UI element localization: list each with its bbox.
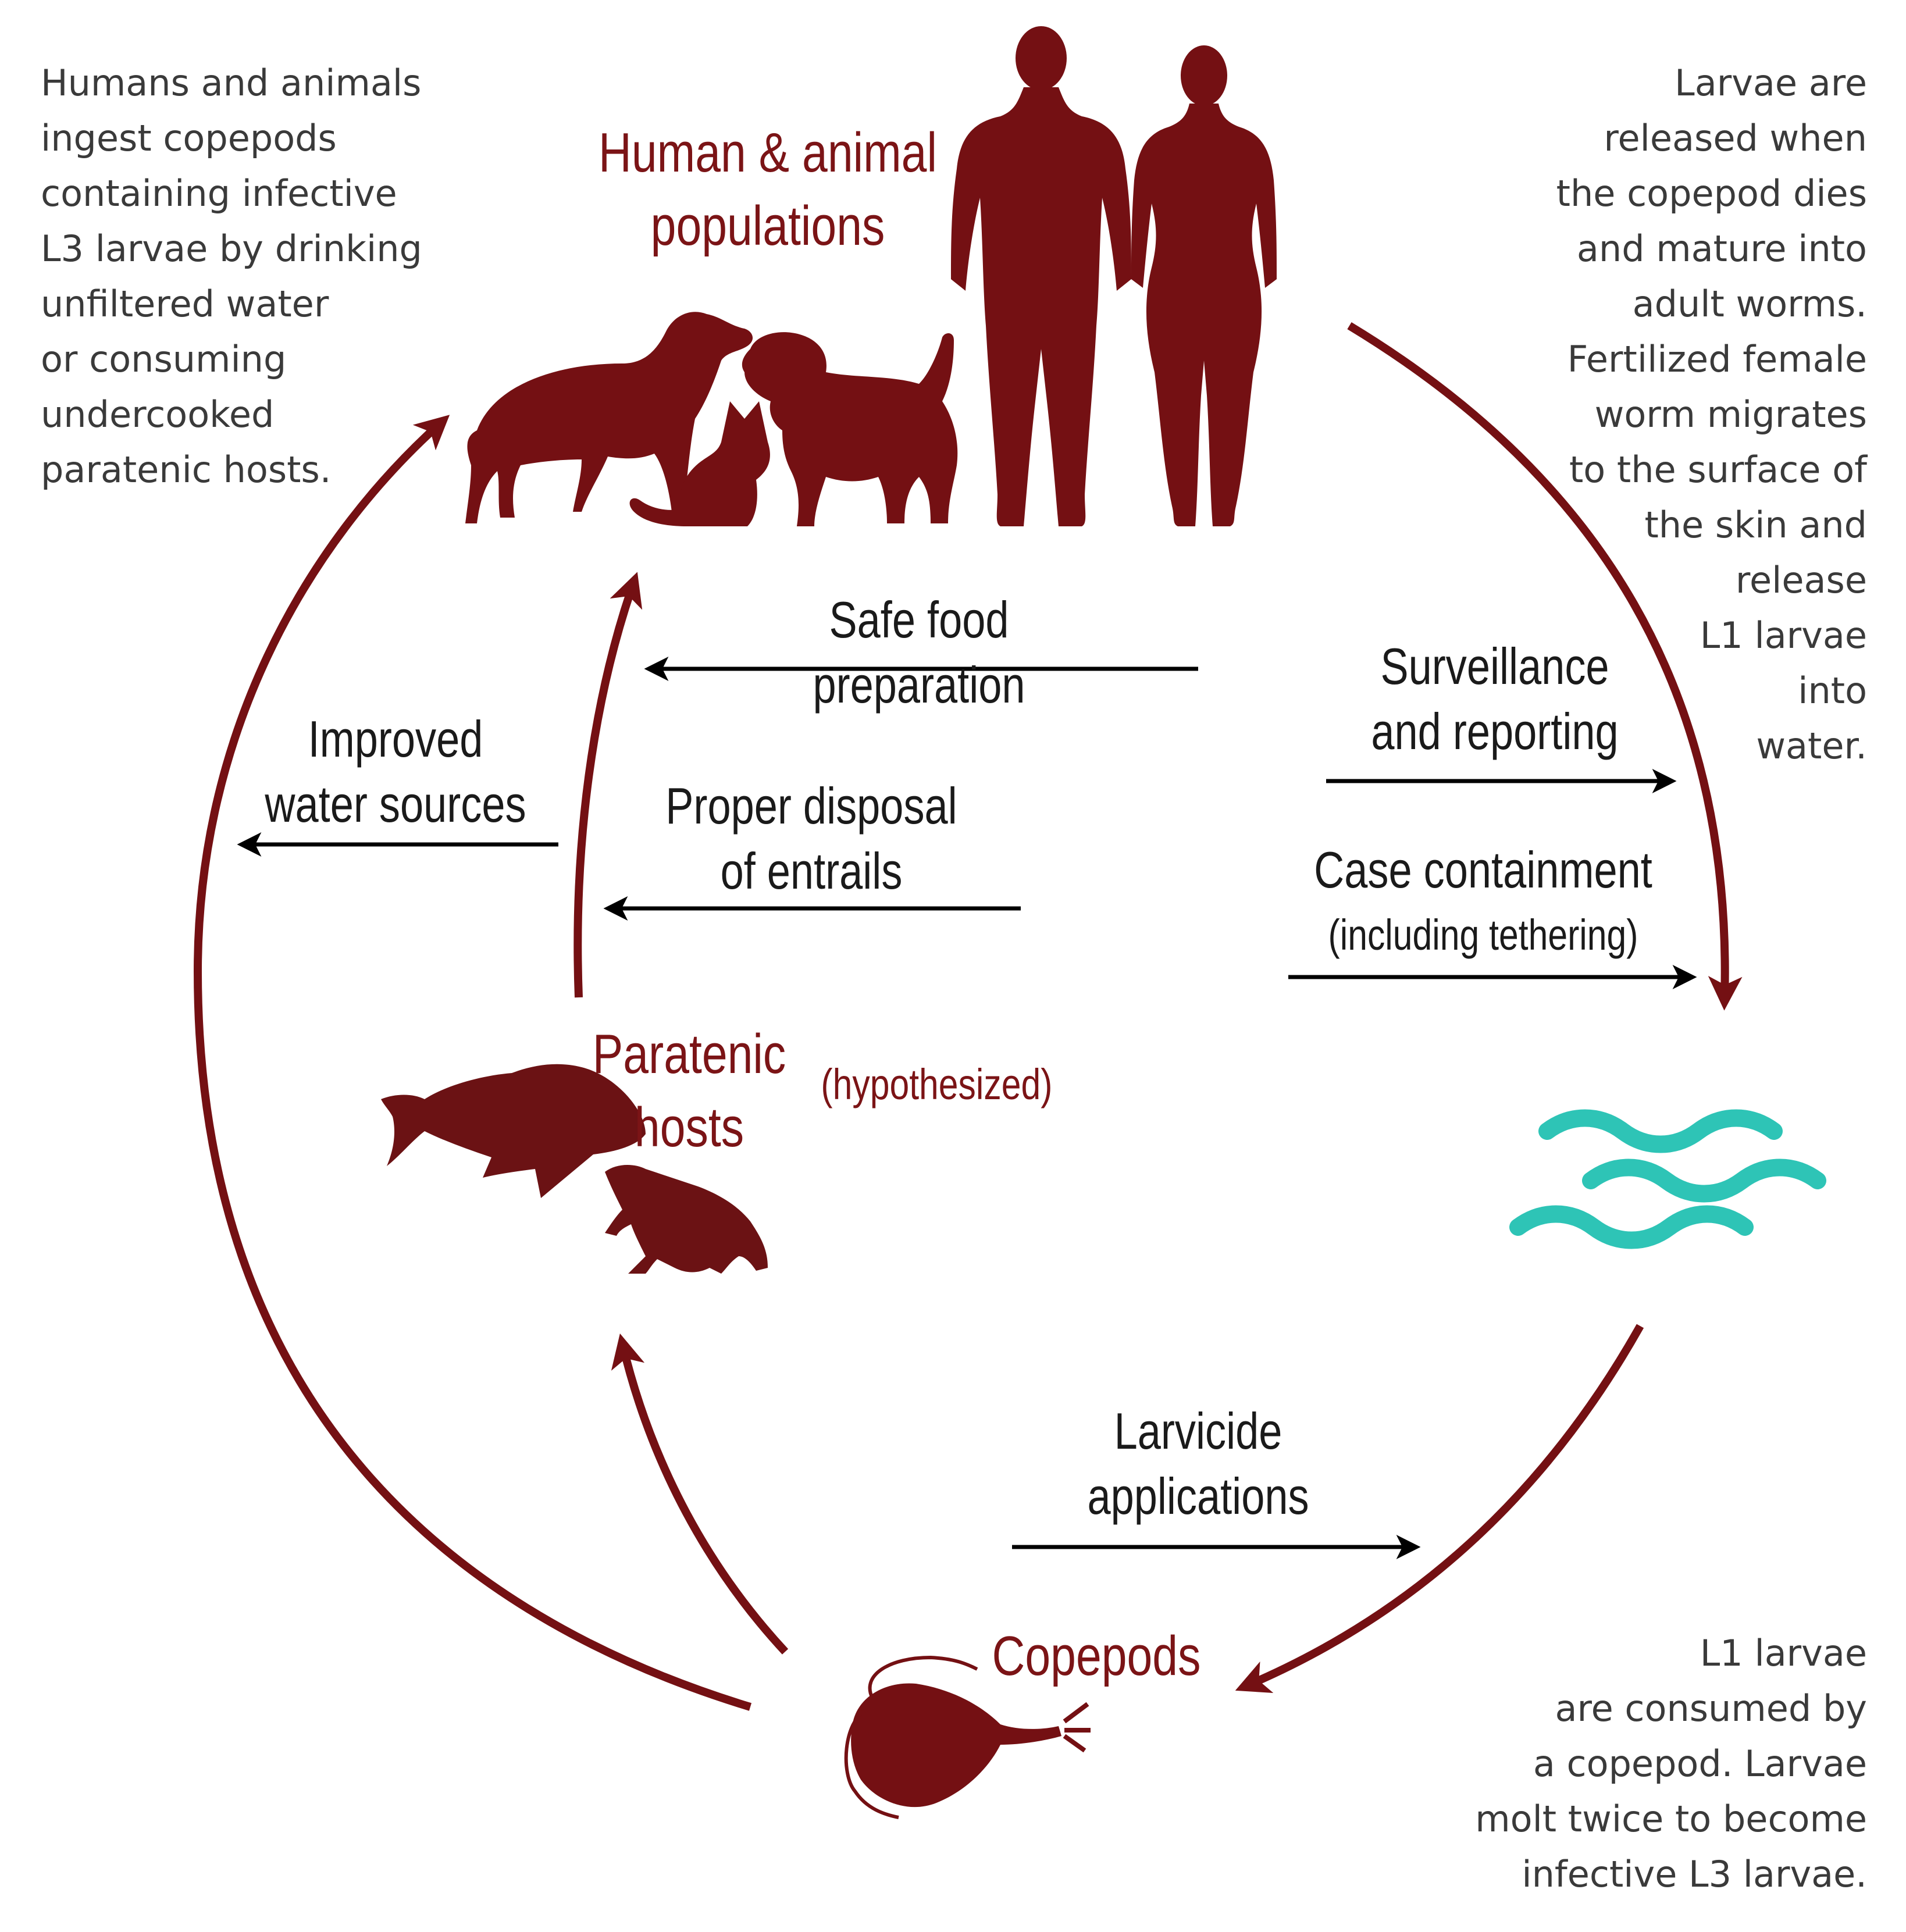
case-containment-note: (including tethering) — [1328, 911, 1638, 959]
improved-water-label: Improved water sources — [265, 710, 526, 833]
copepods-label: Copepods — [992, 1625, 1201, 1687]
arrow-copepods-to-humans — [193, 415, 752, 1711]
larvicide-label: Larvicide applications — [1087, 1402, 1309, 1525]
release-description: Larvae are released when the copepod die… — [1556, 62, 1867, 767]
arrow-water-to-copepods — [1235, 1324, 1644, 1694]
baboon-icon — [742, 332, 958, 526]
paratenic-hosts-label: Paratenic hosts — [592, 1023, 786, 1159]
proper-disposal-label: Proper disposal of entrails — [665, 777, 957, 900]
surveillance-label: Surveillance and reporting — [1371, 637, 1619, 760]
paratenic-hosts-note: (hypothesized) — [821, 1060, 1053, 1108]
man-icon — [951, 26, 1131, 526]
arrow-paratenic-to-humans — [573, 572, 643, 998]
case-containment-label: Case containment — [1314, 841, 1652, 899]
molting-description: L1 larvae are consumed by a copepod. Lar… — [1475, 1632, 1867, 1895]
cycle-arrows — [193, 322, 1743, 1711]
safe-food-label: Safe food preparation — [813, 591, 1025, 714]
woman-icon — [1131, 45, 1277, 526]
water-waves-icon — [1509, 1109, 1826, 1249]
fish-icon — [381, 1064, 646, 1198]
copepod-icon — [844, 1655, 1091, 1819]
arrow-copepods-to-paratenic — [611, 1333, 789, 1655]
arrow-humans-to-water — [1347, 322, 1743, 1011]
dog-icon — [465, 312, 753, 523]
frog-icon — [605, 1165, 768, 1274]
cat-icon — [629, 401, 770, 526]
human-animal-label: Human & animal populations — [598, 122, 937, 257]
ingestion-description: Humans and animals ingest copepods conta… — [41, 62, 422, 491]
intervention-arrows — [237, 657, 1697, 1559]
